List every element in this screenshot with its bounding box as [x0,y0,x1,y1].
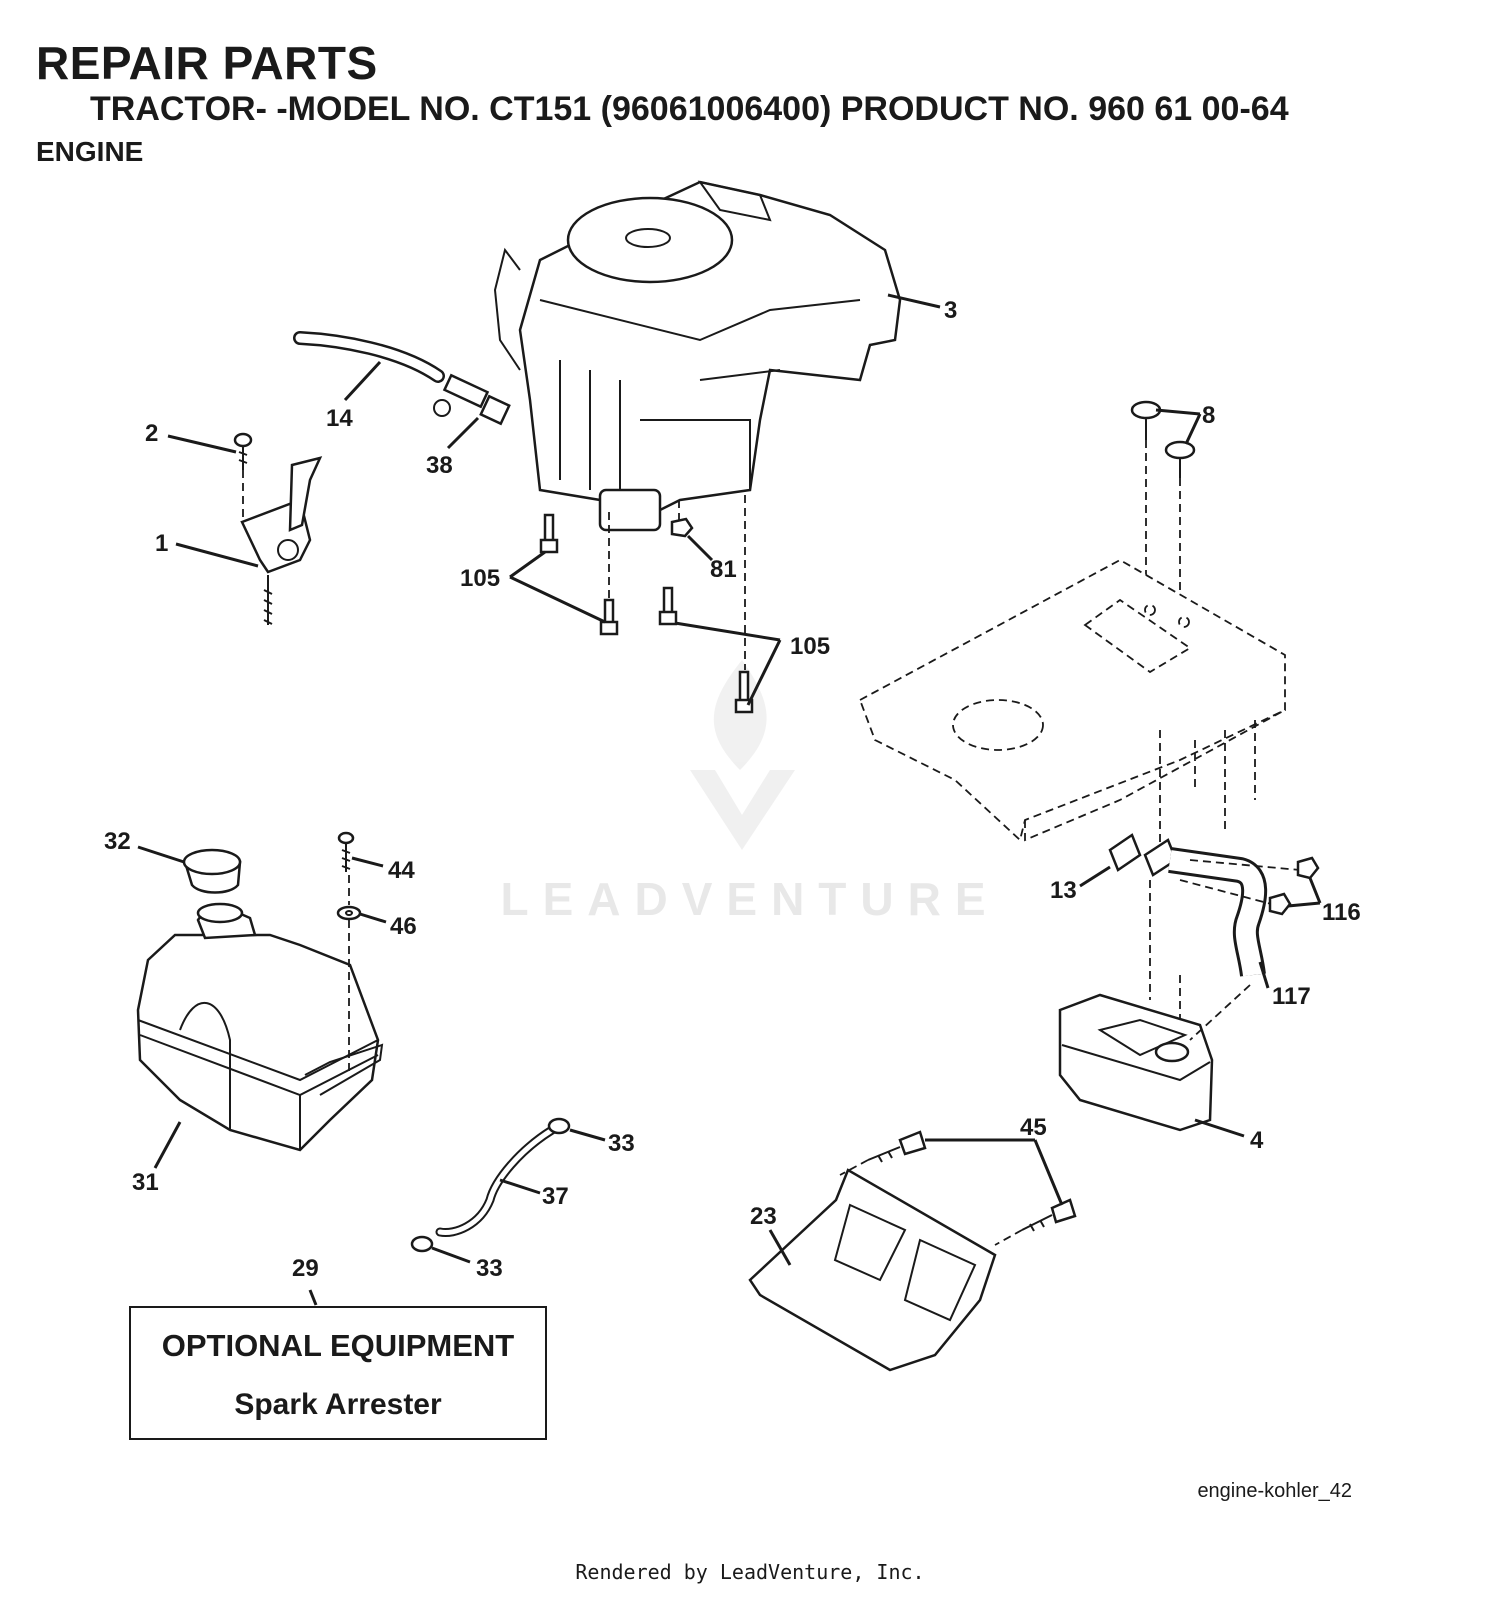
callout-14: 14 [326,405,353,432]
heat-shield-part-23[interactable] [748,1168,997,1372]
engine-part-3[interactable] [493,180,902,532]
callout-116: 116 [1322,899,1361,926]
fuel-cap-part-32[interactable] [182,848,242,894]
screw-part-2[interactable] [233,432,253,520]
gasket-part-13[interactable] [1108,833,1178,877]
page-title: REPAIR PARTS [36,37,378,89]
tractor-frame-reference [858,558,1286,850]
optional-equipment-box: OPTIONAL EQUIPMENT Spark Arrester [129,1306,547,1440]
screw-part-8[interactable] [1130,400,1196,622]
callout-117: 117 [1272,983,1311,1010]
optional-equipment-title: OPTIONAL EQUIPMENT [161,1328,515,1363]
callout-4: 4 [1250,1127,1264,1154]
callout-31: 31 [132,1169,159,1196]
callout-29: 29 [292,1255,319,1282]
callout-45: 45 [1020,1114,1047,1141]
nut-part-116[interactable] [1268,856,1320,916]
optional-equipment-item: Spark Arrester [234,1388,442,1421]
choke-bracket-part-1[interactable] [240,456,323,625]
washer-part-46[interactable] [336,875,362,1075]
watermark-logo [690,660,795,850]
footer-credit: Rendered by LeadVenture, Inc. [575,1560,925,1584]
callout-3: 3 [944,297,957,324]
callout-32: 32 [104,828,131,855]
muffler-part-4[interactable] [1058,880,1251,1132]
callout-81: 81 [710,556,737,583]
callout-8: 8 [1202,402,1215,429]
screw-part-44[interactable] [337,831,355,872]
callout-105-right: 105 [790,633,830,660]
model-subtitle: TRACTOR- -MODEL NO. CT151 (96061006400) … [90,90,1289,128]
fitting-part-38[interactable] [433,373,511,426]
callout-13: 13 [1050,877,1077,904]
nut-part-81[interactable] [670,500,694,538]
callout-1: 1 [155,530,168,557]
diagram-reference-code: engine-kohler_42 [1197,1480,1352,1502]
callout-105-left: 105 [460,565,500,592]
watermark-text: LEADVENTURE [500,873,1000,925]
fuel-tank-part-31[interactable] [136,902,384,1152]
callout-46: 46 [390,913,417,940]
hose-clamp-part-33[interactable] [410,1117,571,1253]
callout-33-top: 33 [608,1130,635,1157]
callout-38: 38 [426,452,453,479]
callout-2: 2 [145,420,158,447]
exhaust-pipe-part-117[interactable] [1168,847,1301,977]
callout-23: 23 [750,1203,777,1230]
bolt-part-105[interactable] [539,495,754,714]
callout-33-bottom: 33 [476,1255,503,1282]
leader-lines [137,293,1322,1306]
callout-44: 44 [388,857,415,884]
fuel-line-part-37[interactable] [435,1125,557,1238]
callout-37: 37 [542,1183,569,1210]
fuel-hose-part-14[interactable] [293,331,445,383]
section-title: ENGINE [36,136,144,167]
screw-part-45[interactable] [839,1130,1077,1246]
